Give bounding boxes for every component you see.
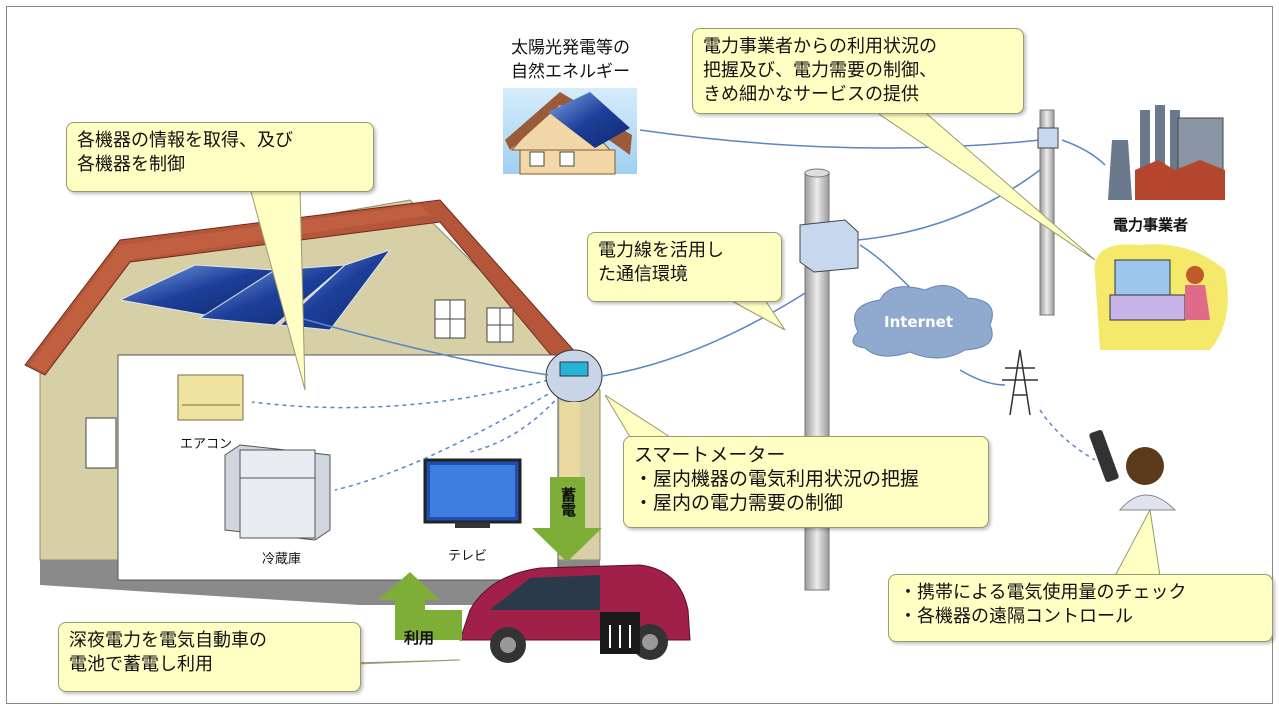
transmission-tower xyxy=(1002,349,1038,416)
callout-power-line-comm: 電力線を活用し た通信環境 xyxy=(587,232,782,302)
smart-meter-illustration xyxy=(545,349,603,403)
callout-utility-services: 電力事業者からの利用状況の 把握及び、電力需要の制御、 きめ細かなサービスの提供 xyxy=(692,28,1024,114)
charge-arrow xyxy=(532,477,602,562)
charge-label: 蓄電 xyxy=(559,487,577,517)
tv-illustration xyxy=(423,458,522,528)
aircon-label: エアコン xyxy=(180,437,233,452)
utility-company-label: 電力事業者 xyxy=(1113,216,1189,234)
aircon-illustration xyxy=(177,374,244,421)
callout-mobile-control: ・携帯による電気使用量のチェック ・各機器の遠隔コントロール xyxy=(888,574,1273,642)
house-illustration xyxy=(24,199,601,605)
data-links xyxy=(251,379,561,491)
callout-smart-meter: スマートメーター ・屋内機器の電気利用状況の把握 ・屋内の電力需要の制御 xyxy=(623,436,989,528)
fridge-label: 冷蔵庫 xyxy=(262,552,302,567)
solar-house-illustration xyxy=(503,88,637,175)
power-lines xyxy=(299,129,1106,461)
internet-label: Internet xyxy=(884,313,954,331)
callout-tails xyxy=(249,107,1161,666)
use-label: 利用 xyxy=(404,629,435,647)
solar-energy-label: 太陽光発電等の 自然エネルギー xyxy=(511,38,630,82)
tv-label: テレビ xyxy=(448,549,488,564)
internet-cloud xyxy=(852,285,993,359)
fridge-illustration xyxy=(224,444,331,541)
electric-car-illustration xyxy=(459,564,691,663)
use-arrow xyxy=(378,572,462,640)
solar-panels xyxy=(118,249,392,331)
mobile-user-illustration xyxy=(1089,430,1177,511)
callout-night-power: 深夜電力を電気自動車の 電池で蓄電し利用 xyxy=(58,622,361,692)
callout-device-info: 各機器の情報を取得、及び 各機器を制御 xyxy=(66,122,374,192)
diagram-frame xyxy=(6,6,1273,704)
control-room-illustration xyxy=(1094,244,1228,350)
factory-illustration xyxy=(1108,105,1225,200)
